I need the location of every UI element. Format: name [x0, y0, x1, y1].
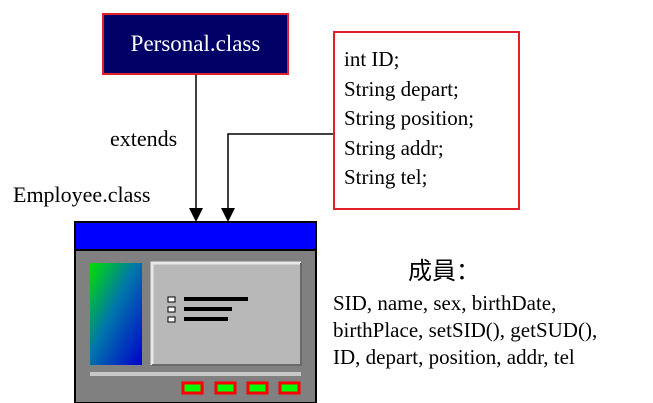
employee-class-label: Employee.class — [13, 182, 151, 207]
gradient-panel — [90, 263, 142, 365]
separator-bar — [90, 372, 301, 376]
field-line: String position; — [344, 106, 475, 130]
extends-label: extends — [110, 126, 178, 151]
employee-window-illustration — [74, 221, 317, 403]
members-line: SID, name, sex, birthDate, — [333, 291, 557, 315]
members-list: SID, name, sex, birthDate, birthPlace, s… — [333, 290, 597, 371]
personal-class-box: Personal.class — [102, 13, 289, 75]
field-line: String addr; — [344, 135, 444, 160]
fields-box: int ID; String depart; String position; … — [333, 31, 520, 210]
fields-arrow — [221, 133, 333, 222]
extends-arrow — [189, 75, 203, 222]
content-panel — [152, 263, 301, 365]
indicator-lights — [181, 381, 301, 395]
window-titlebar — [74, 221, 317, 251]
field-line: String tel; — [344, 165, 428, 189]
list-icon — [167, 296, 248, 323]
members-line: birthPlace, setSID(), getSUD(), — [333, 318, 598, 342]
members-title: 成員： — [408, 257, 480, 285]
personal-class-label: Personal.class — [130, 31, 261, 56]
field-line: int ID; — [344, 47, 400, 71]
field-line: String depart; — [344, 76, 459, 101]
members-line: ID, depart, position, addr, tel — [333, 345, 575, 369]
